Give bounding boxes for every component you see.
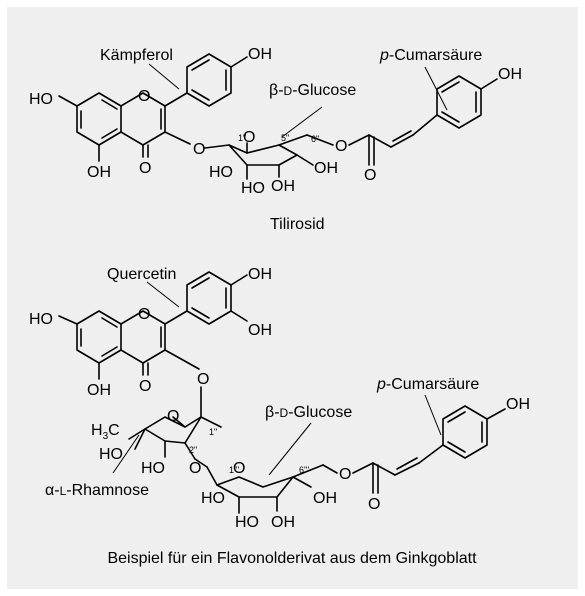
atom-ho-a7-q: HO [29, 311, 53, 328]
atom-ester-carbonyl-o-q: O [368, 496, 380, 513]
atom-ho-a7: HO [29, 91, 53, 108]
quercetin-a-ring [76, 310, 122, 364]
quercetin-c-ring [120, 310, 166, 364]
label-glucose-1: β-D-Glucose [269, 82, 356, 99]
atom-glc-oh-x: OH [314, 160, 338, 177]
atom-glc-ho-2q: HO [201, 490, 225, 507]
atom-ester-o-q: O [339, 466, 351, 483]
pos-5-glc: 5" [281, 133, 289, 143]
figure-caption: Beispiel für ein Flavonolderivat aus dem… [107, 550, 477, 567]
atom-rha-glc-o: O [189, 460, 201, 477]
atom-carbonyl-o: O [139, 160, 151, 177]
pos-2-rha: 2" [189, 445, 197, 455]
atom-glycosidic-o-q: O [197, 371, 209, 388]
atom-carbonyl-o-q: O [139, 378, 151, 395]
label-rhamnose: α-L-Rhamnose [45, 482, 149, 499]
atom-ester-o: O [335, 138, 347, 155]
structure-diagram: HO OH O O OH O O HO HO OH OH O O OH 1" 5… [29, 46, 530, 567]
figure-panel: HO OH O O OH O O HO HO OH OH O O OH 1" 5… [7, 7, 578, 589]
kaempferol-b-ring [186, 53, 232, 107]
atom-oh-b4: OH [248, 46, 272, 63]
glucose-ring-1 [228, 144, 298, 166]
atom-ring-o-q: O [138, 306, 150, 323]
kaempferol-a-ring [76, 92, 122, 146]
atom-glucose-ring-o-q: O [233, 460, 245, 477]
atom-rha-ho-4: HO [99, 446, 123, 463]
label-kaempferol: Kämpferol [100, 47, 173, 64]
atom-oh-b4-q: OH [248, 266, 272, 283]
tilirosid-structure: HO OH O O OH O O HO HO OH OH O O OH 1" 5… [29, 46, 522, 233]
pos-6-glc-q: 6''' [299, 465, 309, 475]
atom-oh-a5: OH [87, 164, 111, 181]
atom-oh-acid-q: OH [506, 396, 530, 413]
kaempferol-c-ring [120, 92, 166, 146]
cumaric-phenol-ring-1 [436, 75, 482, 129]
pos-1-glc: 1" [238, 133, 246, 143]
pos-1-rha: 1" [209, 427, 217, 437]
atom-glycosidic-o: O [193, 141, 205, 158]
label-cumarsaeure-2: p-Cumarsäure [376, 376, 479, 393]
atom-methyl-h3c: H3C [91, 422, 120, 442]
atom-glucose-ring-o: O [243, 129, 255, 146]
atom-oh-a5-q: OH [87, 382, 111, 399]
label-glucose-2: β-D-Glucose [265, 404, 352, 421]
atom-rha-ho-3: HO [141, 460, 165, 477]
cumaric-phenol-ring-2 [442, 405, 488, 459]
atom-ester-carbonyl-o: O [364, 167, 376, 184]
atom-ring-o: O [138, 88, 150, 105]
atom-glc-ho-2: HO [209, 164, 233, 181]
atom-glc-ho-3: HO [241, 180, 265, 197]
pos-1-glc-q: 1''' [229, 465, 239, 475]
glucose-ring-2 [216, 476, 294, 498]
atom-oh-b3-q: OH [248, 322, 272, 339]
atom-rhamnose-ring-o: O [167, 408, 179, 425]
atom-glc-oh-xq: OH [313, 490, 337, 507]
atom-glc-ho-3q: HO [235, 514, 259, 531]
atom-glc-oh-4q: OH [271, 514, 295, 531]
label-tilirosid: Tilirosid [270, 216, 325, 233]
label-quercetin: Quercetin [107, 266, 176, 283]
quercetin-b-ring [186, 271, 232, 325]
atom-glc-oh-4: OH [271, 178, 295, 195]
pos-6-glc: 6" [311, 134, 319, 144]
atom-oh-acid: OH [498, 66, 522, 83]
label-cumarsaeure-1: p-Cumarsäure [379, 47, 482, 64]
quercetin-glycoside-structure: HO OH O O OH OH O O H3C HO HO O O HO HO … [29, 266, 530, 531]
